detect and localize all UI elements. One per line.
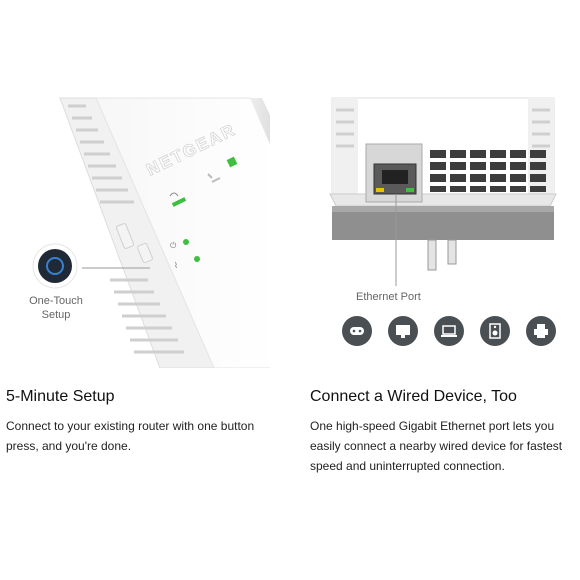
feature-description: One high-speed Gigabit Ethernet port let…	[310, 419, 563, 473]
wps-button-ring	[46, 257, 64, 275]
laptop-icon	[434, 316, 464, 346]
plug-prong-left	[427, 239, 437, 271]
vent-slots	[68, 104, 184, 354]
extender-front-illustration: NETGEAR ⏻ ⌇	[32, 97, 270, 368]
feature-title: Connect a Wired Device, Too	[310, 388, 517, 405]
speaker-icon	[480, 316, 510, 346]
ethernet-product-image: Ethernet Port	[310, 96, 580, 368]
client-link-led-icon	[207, 156, 238, 183]
ethernet-port-label: Ethernet Port	[356, 291, 421, 303]
bottom-vents	[430, 150, 546, 192]
wps-icon: ⌇	[174, 261, 178, 270]
router-link-led-icon	[169, 192, 187, 207]
power-led	[183, 239, 189, 245]
setup-product-image: NETGEAR ⏻ ⌇ One-Touch Setup	[0, 96, 270, 368]
port-led-yellow	[376, 188, 384, 192]
feature-title: 5-Minute Setup	[6, 388, 115, 405]
feature-wired: Connect a Wired Device, Too One high-spe…	[310, 388, 570, 476]
feature-setup: 5-Minute Setup Connect to your existing …	[6, 388, 266, 456]
printer-icon	[526, 316, 556, 346]
game-console-icon	[342, 316, 372, 346]
extender-bottom-illustration	[329, 97, 557, 286]
smart-tv-icon	[388, 316, 418, 346]
feature-description: Connect to your existing router with one…	[6, 419, 255, 453]
one-touch-setup-label: One-Touch Setup	[29, 295, 83, 321]
power-icon: ⏻	[170, 241, 177, 250]
wired-device-icons	[342, 316, 562, 348]
plug-prong-right	[447, 239, 457, 265]
wps-led	[194, 256, 200, 262]
port-led-green	[406, 188, 414, 192]
